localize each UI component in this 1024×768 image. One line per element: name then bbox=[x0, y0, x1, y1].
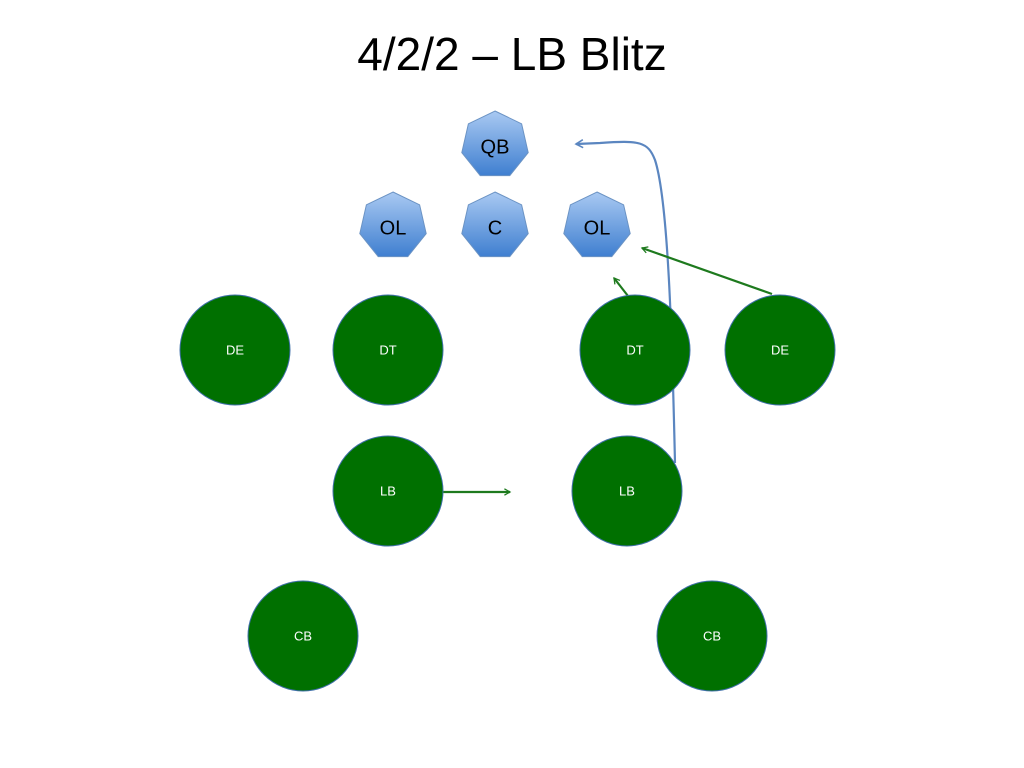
defense-dt-right: DT bbox=[579, 294, 691, 406]
offense-center-shape bbox=[461, 191, 529, 258]
offense-ol-right-shape bbox=[563, 191, 631, 258]
offense-ol-right: OL bbox=[563, 191, 631, 258]
defense-dt-left: DT bbox=[332, 294, 444, 406]
defense-cb-right-circle bbox=[656, 580, 768, 692]
defense-cb-left-circle bbox=[247, 580, 359, 692]
defense-de-right: DE bbox=[724, 294, 836, 406]
de-right-rush-arrow bbox=[640, 246, 773, 296]
defense-lb-left-label: LB bbox=[380, 483, 396, 498]
defense-lb-left-circle bbox=[332, 435, 444, 547]
defense-de-left: DE bbox=[179, 294, 291, 406]
defense-cb-right: CB bbox=[656, 580, 768, 692]
offense-ol-left-shape bbox=[359, 191, 427, 258]
defense-lb-right-label: LB bbox=[619, 483, 635, 498]
defense-cb-left-label: CB bbox=[294, 628, 312, 643]
defense-dt-left-circle bbox=[332, 294, 444, 406]
defense-dt-left-label: DT bbox=[379, 342, 396, 357]
offense-center: C bbox=[461, 191, 529, 258]
defense-lb-right-circle bbox=[571, 435, 683, 547]
defense-de-left-circle bbox=[179, 294, 291, 406]
offense-qb-shape bbox=[461, 110, 529, 177]
offense-qb-label: QB bbox=[481, 136, 510, 158]
offense-qb: QB bbox=[461, 110, 529, 177]
defense-de-left-label: DE bbox=[226, 342, 244, 357]
defense-de-right-label: DE bbox=[771, 342, 789, 357]
offense-ol-left-label: OL bbox=[380, 217, 407, 239]
defense-cb-left: CB bbox=[247, 580, 359, 692]
offense-center-label: C bbox=[488, 217, 502, 239]
offense-ol-left: OL bbox=[359, 191, 427, 258]
defense-cb-right-label: CB bbox=[703, 628, 721, 643]
slide-title: 4/2/2 – LB Blitz bbox=[357, 28, 667, 80]
defense-dt-right-label: DT bbox=[626, 342, 643, 357]
defense-de-right-circle bbox=[724, 294, 836, 406]
defense-lb-left: LB bbox=[332, 435, 444, 547]
offense-ol-right-label: OL bbox=[584, 217, 611, 239]
defense-dt-right-circle bbox=[579, 294, 691, 406]
defense-lb-right: LB bbox=[571, 435, 683, 547]
dt-right-rush-arrow bbox=[613, 276, 629, 297]
